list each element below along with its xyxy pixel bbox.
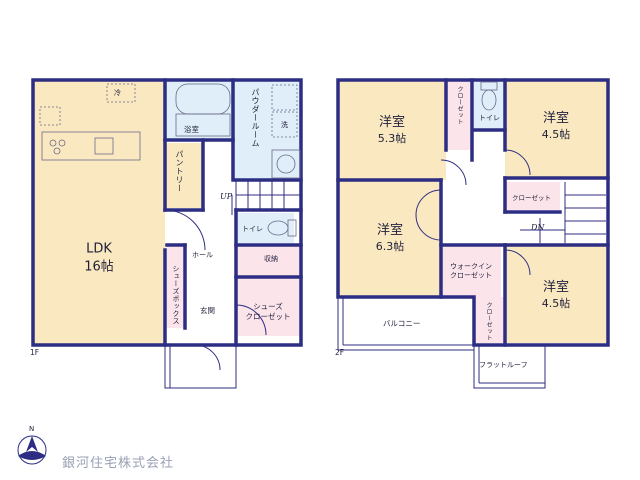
- walkin-label: ウォークイン クローゼット: [450, 262, 492, 280]
- powder-fill: [233, 80, 301, 180]
- room-c-name: 洋室: [376, 222, 403, 238]
- balcony-outline: [337, 297, 474, 351]
- room-b-size: 4.5帖: [541, 127, 571, 141]
- room-d-name: 洋室: [542, 279, 569, 295]
- room-c-label: 洋室 6.3帖: [376, 222, 405, 254]
- closet-d-fill: [474, 297, 504, 343]
- toilet1-fill: [236, 213, 294, 243]
- shoebox-fill: [167, 246, 185, 328]
- toilet2-fill: [474, 80, 504, 130]
- door-swing: [235, 304, 267, 336]
- wash-mark: 洗: [281, 121, 288, 129]
- room-c-size: 6.3帖: [375, 239, 405, 253]
- dn-label: DN: [531, 223, 545, 232]
- room-a-fill: [338, 80, 446, 180]
- entrance-label: 玄関: [200, 306, 215, 315]
- storage1-fill: [236, 246, 301, 276]
- door-swing: [440, 159, 467, 186]
- bathtub: [175, 83, 231, 137]
- toilet-1f-fixture: [267, 219, 297, 237]
- door-swing: [415, 189, 442, 241]
- closet-b-fill: [505, 182, 560, 210]
- floor2-label: 2F: [335, 348, 345, 357]
- closet-a-fill: [446, 80, 472, 150]
- kitchen-counter: [39, 83, 141, 161]
- room-a-name: 洋室: [378, 114, 405, 130]
- closet-a-label: クローゼット: [456, 86, 463, 125]
- hall-label: ホール: [192, 251, 213, 259]
- room-b-fill: [505, 80, 608, 178]
- entrance-porch: [164, 344, 237, 389]
- room-a-label: 洋室 5.3帖: [378, 114, 407, 146]
- flat-roof-outline: [473, 345, 546, 389]
- room-d-size: 4.5帖: [541, 296, 571, 310]
- floor1-label: 1F: [30, 348, 40, 357]
- toilet-2f-fixture: [480, 81, 498, 111]
- shoebox-label: シューズボックス: [172, 265, 180, 325]
- bath-fill: [165, 80, 233, 140]
- pantry-fill: [165, 143, 203, 208]
- f2-stairs: [520, 182, 606, 243]
- walkin-fill: [441, 245, 501, 297]
- ldk-label: LDK 16帖: [84, 240, 114, 275]
- balcony-label: バルコニー: [383, 319, 421, 328]
- storage1-label: 収納: [264, 255, 278, 263]
- up-label: UP: [220, 192, 233, 201]
- company-name: 銀河住宅株式会社: [62, 456, 175, 471]
- room-a-size: 5.3帖: [377, 131, 407, 145]
- room-c-fill: [338, 180, 441, 297]
- room-d-label: 洋室 4.5帖: [542, 279, 571, 311]
- ldk-name: LDK: [86, 241, 112, 257]
- closet-d-label: クローゼット: [485, 302, 492, 341]
- room-b-name: 洋室: [542, 110, 569, 126]
- closet-b-label: クローゼット: [512, 194, 551, 202]
- toilet2-label: トイレ: [479, 114, 500, 122]
- ldk-size: 16帖: [84, 259, 114, 274]
- powder-fixtures: [271, 84, 301, 179]
- powder-room-label: パウダールーム: [251, 88, 260, 148]
- f1-outer-wall: [31, 78, 303, 347]
- bath-label: 浴室: [184, 125, 199, 134]
- door-swing: [504, 249, 531, 276]
- compass-label: N: [29, 425, 35, 433]
- door-swing: [504, 149, 531, 176]
- room-b-label: 洋室 4.5帖: [542, 110, 571, 142]
- cold-mark: 冷: [114, 89, 121, 97]
- room-d-fill: [505, 245, 608, 343]
- shoe-closet-label: シューズ クローゼット: [245, 301, 291, 321]
- compass-icon: [17, 435, 47, 465]
- door-swing: [164, 209, 206, 251]
- pantry-label: パントリー: [175, 150, 184, 193]
- toilet1-label: トイレ: [242, 225, 263, 233]
- f1-stairs: [231, 180, 301, 215]
- ldk-fill: [33, 80, 165, 345]
- flat-roof-label: フラットルーフ: [479, 361, 528, 369]
